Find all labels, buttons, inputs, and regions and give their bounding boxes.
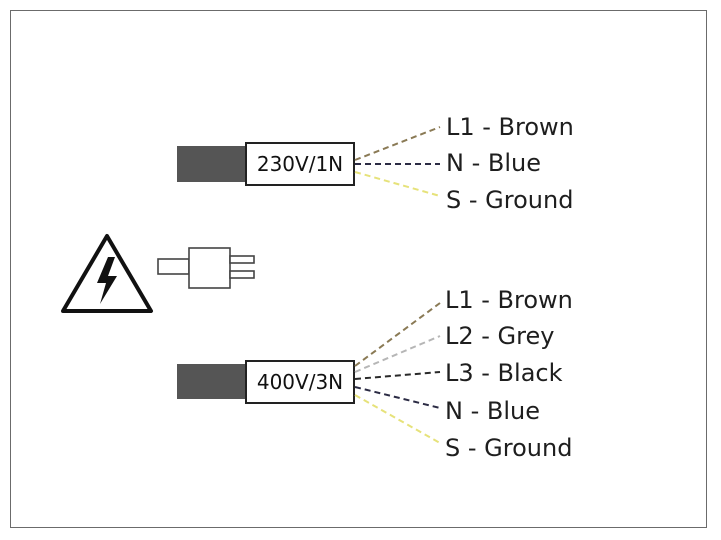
wire-label-l1: L1 - Brown — [445, 286, 573, 314]
wire-ground — [354, 394, 441, 444]
cable-sheath — [177, 146, 247, 182]
wire-l2 — [354, 335, 441, 373]
cable-label: 400V/3N — [257, 370, 343, 394]
wire-label-n: N - Blue — [446, 149, 541, 177]
wire-label-l1: L1 - Brown — [446, 113, 574, 141]
cable-sheath — [177, 364, 247, 399]
cable-400v: 400V/3N L1 - Brown L2 - Grey L3 - Black … — [177, 286, 573, 462]
wire-label-n: N - Blue — [445, 397, 540, 425]
wire-label-l2: L2 - Grey — [445, 322, 554, 350]
wire-n — [354, 386, 441, 409]
wire-l3 — [354, 371, 441, 380]
cable-label-box — [245, 360, 355, 404]
cable-label: 230V/1N — [257, 152, 343, 176]
wire-label-l3: L3 - Black — [445, 359, 563, 387]
wire-l1 — [354, 126, 441, 161]
plug-icon — [157, 247, 255, 289]
wire-ground — [354, 171, 441, 197]
wire-l1 — [354, 302, 441, 367]
wire-label-ground: S - Ground — [445, 434, 572, 462]
wire-label-ground: S - Ground — [446, 186, 573, 214]
cable-230v: 230V/1N L1 - Brown N - Blue S - Ground — [177, 113, 574, 214]
warning-triangle-icon — [61, 234, 153, 313]
cable-label-box — [245, 142, 355, 186]
